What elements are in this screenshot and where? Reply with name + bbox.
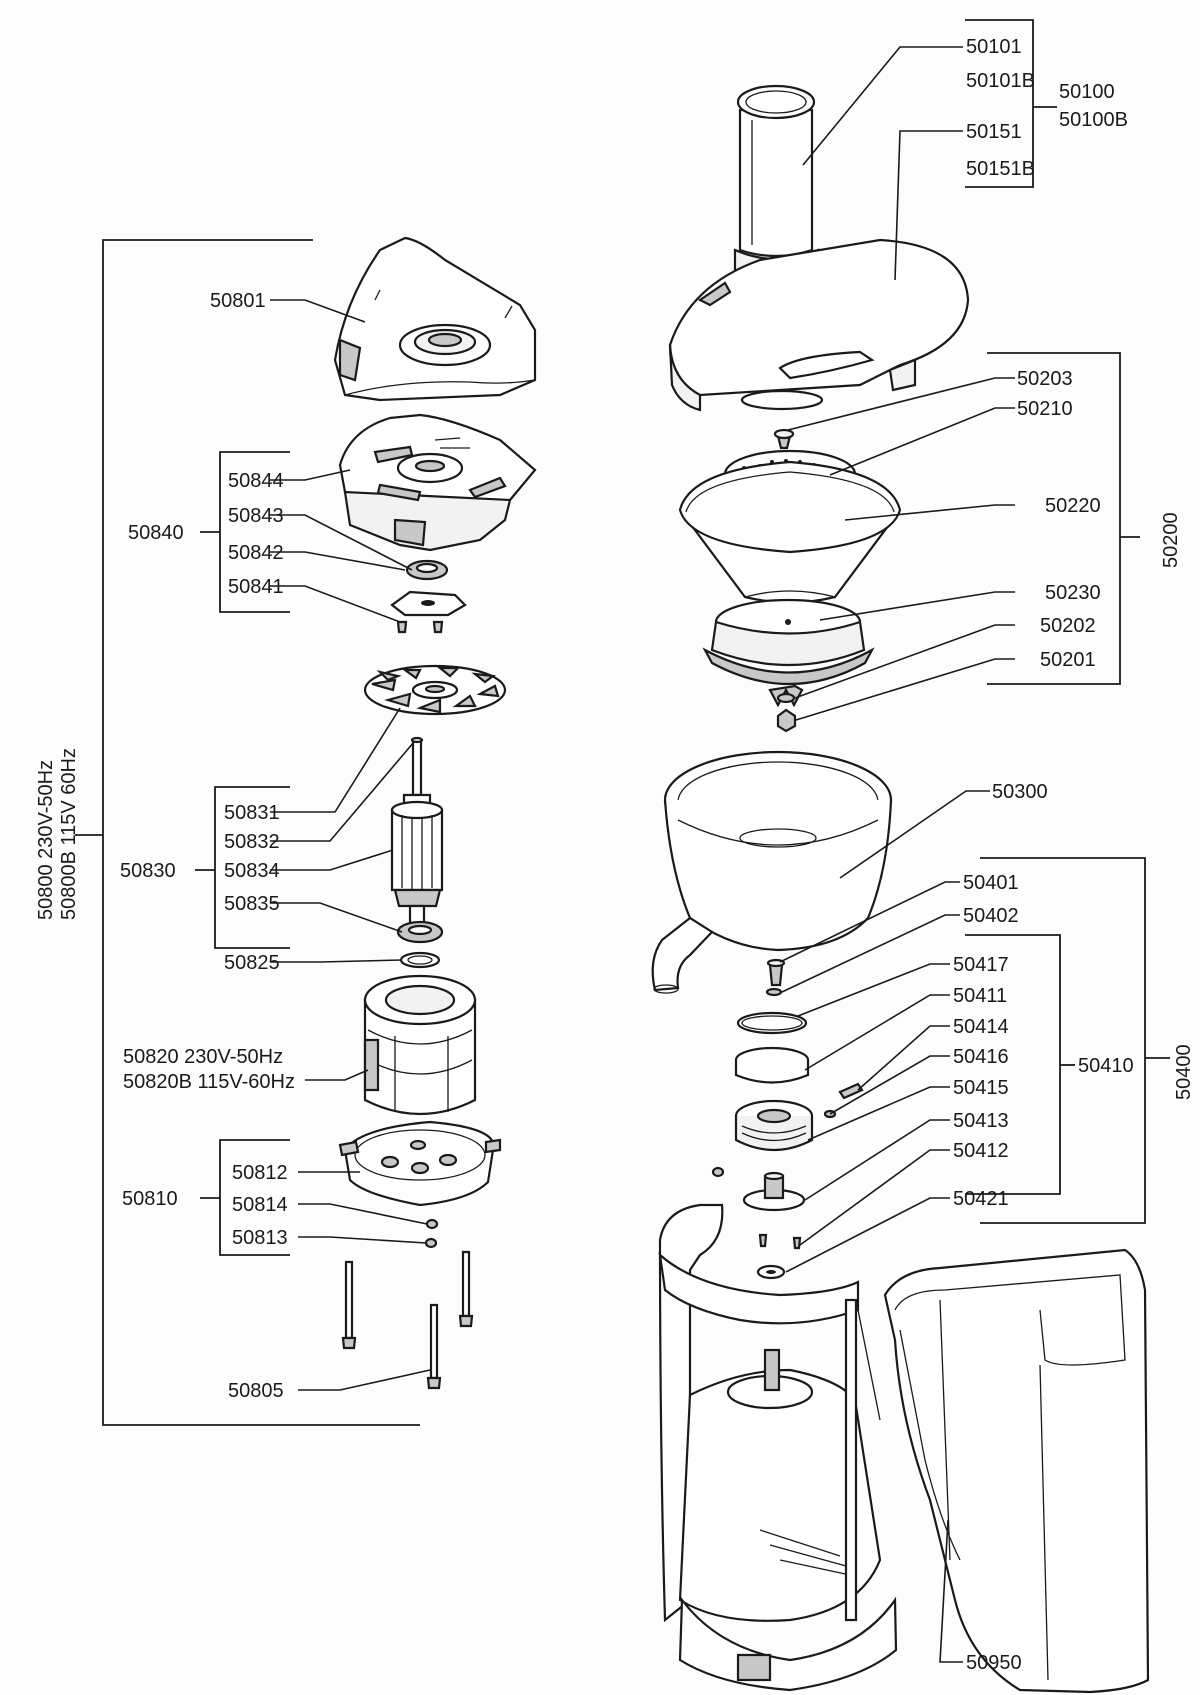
- label-50210: 50210: [1017, 398, 1073, 420]
- label-50202: 50202: [1040, 615, 1096, 637]
- rotor-part: [390, 736, 444, 927]
- label-50411: 50411: [953, 985, 1007, 1007]
- label-50831: 50831: [224, 802, 280, 824]
- label-50820: 50820 230V-50Hz: [123, 1046, 283, 1068]
- label-50203: 50203: [1017, 368, 1073, 390]
- hub-assembly-part: [711, 958, 864, 1280]
- label-50844: 50844: [228, 470, 284, 492]
- label-50220: 50220: [1045, 495, 1101, 517]
- label-50415: 50415: [953, 1077, 1009, 1099]
- cooling-fan-part: [363, 664, 507, 716]
- label-50230: 50230: [1045, 582, 1101, 604]
- label-50400: 50400: [1173, 1044, 1195, 1100]
- label-50101b: 50101B: [966, 70, 1035, 92]
- label-50800: 50800 230V-50Hz: [35, 760, 57, 920]
- label-50151b: 50151B: [966, 158, 1035, 180]
- label-50421: 50421: [953, 1188, 1009, 1210]
- label-50842: 50842: [228, 542, 284, 564]
- long-screws-part: [341, 1250, 474, 1390]
- label-50413: 50413: [953, 1110, 1009, 1132]
- label-50825: 50825: [224, 952, 280, 974]
- label-50100b: 50100B: [1059, 109, 1128, 131]
- label-50841: 50841: [228, 576, 284, 598]
- label-50950: 50950: [966, 1652, 1022, 1674]
- label-50100: 50100: [1059, 81, 1115, 103]
- bearing-upper-part: [405, 559, 449, 581]
- label-50814: 50814: [232, 1194, 288, 1216]
- stator-part: [363, 974, 477, 1115]
- label-50300: 50300: [992, 781, 1048, 803]
- label-50834: 50834: [224, 860, 280, 882]
- label-50414: 50414: [953, 1016, 1009, 1038]
- wave-washer-part: [399, 951, 441, 969]
- label-50813: 50813: [232, 1227, 288, 1249]
- label-50810: 50810: [122, 1188, 178, 1210]
- label-50151: 50151: [966, 121, 1022, 143]
- label-50401: 50401: [963, 872, 1019, 894]
- upper-frame-part: [333, 236, 537, 402]
- label-50832: 50832: [224, 831, 280, 853]
- grouping-brackets: [75, 19, 1170, 1426]
- label-50402: 50402: [963, 905, 1019, 927]
- label-50820b: 50820B 115V-60Hz: [123, 1071, 295, 1093]
- cover-part: [883, 1248, 1150, 1694]
- label-50840: 50840: [128, 522, 184, 544]
- filter-basket-part: [678, 460, 902, 604]
- grater-disc-part: [702, 598, 875, 708]
- nut-washer-part: [776, 692, 797, 733]
- label-50200: 50200: [1160, 512, 1182, 568]
- leader-lines: [270, 46, 1015, 1663]
- label-50812: 50812: [232, 1162, 288, 1184]
- label-50830: 50830: [120, 860, 176, 882]
- label-50805: 50805: [228, 1380, 284, 1402]
- label-50416: 50416: [953, 1046, 1009, 1068]
- fan-housing-part: [338, 413, 537, 552]
- label-50801: 50801: [210, 290, 266, 312]
- label-50843: 50843: [228, 505, 284, 527]
- label-50835: 50835: [224, 893, 280, 915]
- label-50410: 50410: [1078, 1055, 1134, 1077]
- bearing-plate-part: [390, 590, 467, 634]
- label-50800b: 50800B 115V 60Hz: [58, 748, 80, 920]
- label-50101: 50101: [966, 36, 1022, 58]
- juice-bowl-part: [651, 750, 893, 994]
- base-housing-part: [658, 1203, 898, 1692]
- part-labels: 50101 50101B 50100 50100B 50151 50151B 5…: [35, 36, 1195, 1674]
- label-50417: 50417: [953, 954, 1009, 976]
- label-50201: 50201: [1040, 649, 1096, 671]
- lower-bracket-part: [338, 1120, 502, 1249]
- label-50412: 50412: [953, 1140, 1009, 1162]
- lid-part: [668, 238, 970, 412]
- bearing-lower-part: [396, 920, 444, 944]
